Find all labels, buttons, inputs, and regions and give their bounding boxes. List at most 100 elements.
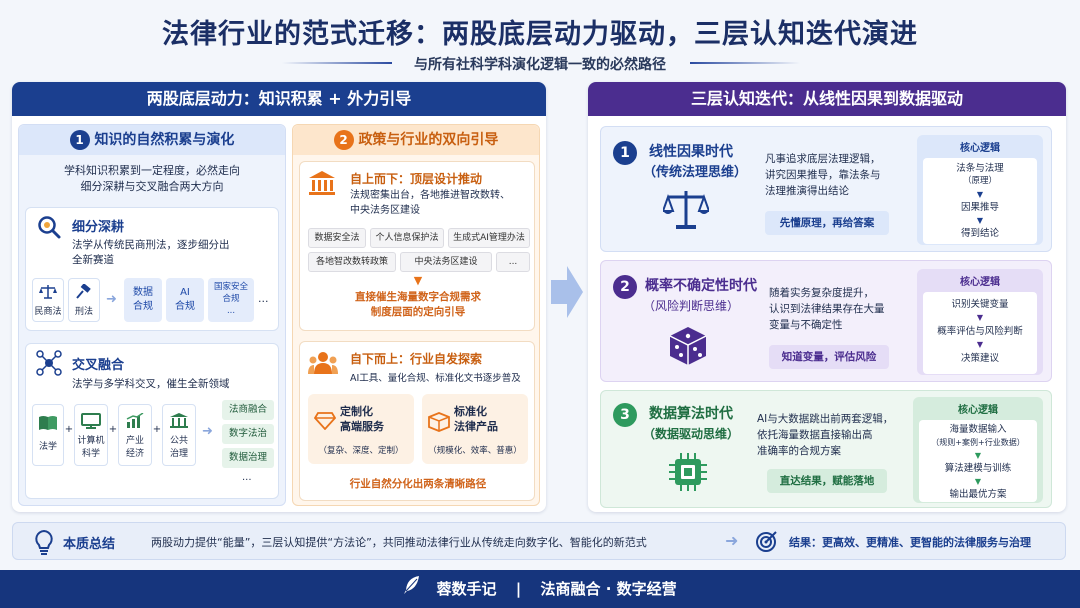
knowledge-num: 1 [69,130,90,150]
cross-part-label: 法学 [38,442,57,452]
topdown-result: 直接催生海量数字合规需求 制度层面的定向引导 [300,290,536,320]
stage-3-num: 3 [613,403,637,427]
government-icon [308,170,336,200]
bottomup-title: 自下而上：行业自发探索 [350,352,483,366]
topdown-desc-line2: 中央法务区建设 [350,205,420,216]
stage-1-tag: 先懂原理，再给答案 [765,211,889,235]
plus-sign: + [152,424,162,435]
subtitle-line-right [690,62,800,64]
diamond-icon [313,412,337,434]
monitor-icon [75,413,107,433]
plus-sign: + [108,424,118,435]
cross-part-label: 公共 [169,436,188,446]
cross-result: 数字法治 [222,424,274,444]
cross-part-cs: 计算机 科学 [74,404,108,466]
subtitle-line-left [282,62,392,64]
stage-3-card: 3 数据算法时代 （数据驱动思维） AI与大数据跳出前两套逻辑， 依托海量数据直… [600,390,1052,508]
scale-icon [33,284,63,304]
stage-3-subtitle: （数据驱动思维） [643,427,740,441]
stage-2-subtitle: （风险判断思维） [643,299,740,313]
stage-2-num: 2 [613,275,637,299]
stage-3-desc: AI与大数据跳出前两套逻辑， 依托海量数据直接输出高 准确率的合规方案 [757,411,893,459]
custom-title: 定制化 高端服务 [340,404,384,434]
page-subtitle: 与所有社科学科演化逻辑一致的必然路径 [414,57,666,73]
deep-desc-line1: 法学从传统民商刑法，逐步细分出 [72,239,230,251]
logic-step-note: （规则+案例+行业数据） [931,438,1025,447]
stage-1-num: 1 [613,141,637,165]
knowledge-card-header: 1 知识的自然积累与演化 [19,125,285,155]
deep-title: 细分深耕 [72,220,125,235]
arrow-down-icon: ▼ [976,340,984,349]
topdown-result-line1: 直接催生海量数字合规需求 [355,291,481,303]
arrow-right-icon: ➜ [106,292,117,307]
arrow-down-icon: ▼ [974,477,982,486]
stage-2-logic: 核心逻辑 识别关键变量 ▼ 概率评估与风险判断 ▼ 决策建议 [917,269,1043,375]
cross-more: ... [242,472,252,483]
logic-step: 输出最优方案 [949,489,1007,500]
magnifier-icon [36,214,62,244]
cross-part-label2: 治理 [169,449,188,459]
chip-icon [667,451,709,497]
summary-label: 本质总结 [63,537,116,552]
standard-product-box: 标准化 法律产品 （规模化、效率、普惠） [422,394,528,464]
cross-card: 交叉融合 法学与多学科交叉，催生全新领域 法学 + 计算机 科学 + 产业 经济… [25,343,279,499]
stage-1-desc: 凡事追求底层法理逻辑， 讲究因果推导，靠法条与 法理推演得出结论 [765,151,881,199]
cross-result: 法商融合 [222,400,274,420]
summary-bar: 本质总结 两股动力提供“能量”，三层认知提供“方法论”，共同推动法律行业从传统走… [12,522,1066,560]
arrow-right-icon: ➜ [202,424,213,439]
stage-2-desc-line: 认识到法律结果存在大量 [769,303,885,315]
core-logic-label: 核心逻辑 [958,405,998,416]
policy-tag: 各地智改数转政策 [308,252,396,272]
topdown-result-line2: 制度层面的定向引导 [370,306,466,318]
custom-desc: （复杂、深度、定制） [318,446,404,456]
stage-2-title: 概率不确定性时代 [645,278,757,294]
bottomup-desc: AI工具、量化合规、标准化文书逐步普及 [350,373,521,384]
stage-2-desc-line: 随着实务复杂度提升， [769,287,874,299]
custom-title-line1: 定制化 [340,405,373,418]
deep-to-l2: 合规 [222,294,240,304]
gavel-icon [69,283,99,304]
stage-2-logic-flow: 识别关键变量 ▼ 概率评估与风险判断 ▼ 决策建议 [923,292,1037,374]
logic-step: 算法建模与训练 [944,463,1012,474]
stage-1-desc-line: 凡事追求底层法理逻辑， [765,153,881,165]
stage-2-card: 2 概率不确定性时代 （风险判断思维） 随着实务复杂度提升， 认识到法律结果存在… [600,260,1052,382]
footer-slogan: 法商融合 · 数字经营 [540,580,677,598]
deep-card: 细分深耕 法学从传统民商刑法，逐步细分出 全新赛道 民商法 刑法 ➜ 数据 合规… [25,207,279,331]
policy-title: 政策与行业的双向引导 [358,132,499,148]
cross-result: 数据治理 [222,448,274,468]
topdown-desc: 法规密集出台，各地推进智改数转、 中央法务区建设 [350,188,510,218]
cross-part-label2: 科学 [81,449,100,459]
topdown-title: 自上而下：顶层设计推动 [350,172,483,186]
summary-result: 结果：更高效、更精准、更智能的法律服务与治理 [789,536,1031,549]
policy-tag: 生成式AI管理办法 [448,228,530,248]
knowledge-desc-line1: 学科知识积累到一定程度，必然走向 [64,164,240,177]
deep-from-criminal: 刑法 [68,278,100,322]
topdown-card: 自上而下：顶层设计推动 法规密集出台，各地推进智改数转、 中央法务区建设 数据安… [299,161,535,331]
bar-chart-icon [119,412,151,433]
logic-step: 海量数据输入 [949,424,1007,435]
stage-1-desc-line: 讲究因果推导，靠法条与 [765,169,881,181]
deep-to-l1: 国家安全 [213,282,248,292]
standard-title: 标准化 法律产品 [454,404,498,434]
logic-step: 概率评估与风险判断 [937,326,1023,337]
footer-separator: | [515,580,522,598]
stage-3-logic: 核心逻辑 海量数据输入 （规则+案例+行业数据） ▼ 算法建模与训练 ▼ 输出最… [913,397,1043,503]
stage-1-subtitle: （传统法理思维） [643,165,748,180]
policy-card: 2 政策与行业的双向引导 自上而下：顶层设计推动 法规密集出台，各地推进智改数转… [292,124,540,506]
left-panel-header: 两股底层动力：知识积累 + 外力引导 [12,82,546,116]
stage-1-logic: 核心逻辑 法条与法理 （原理） ▼ 因果推导 ▼ 得到结论 [917,135,1043,245]
target-icon [755,529,779,557]
right-panel-header: 三层认知迭代：从线性因果到数据驱动 [588,82,1066,116]
stage-3-desc-line: 准确率的合规方案 [757,445,841,457]
stage-2-desc: 随着实务复杂度提升， 认识到法律结果存在大量 变量与不确定性 [769,285,885,333]
standard-title-line1: 标准化 [454,405,487,418]
big-arrow-icon [549,262,585,326]
scale-icon [661,187,711,235]
deep-desc-line2: 全新赛道 [72,254,114,266]
knowledge-desc: 学科知识积累到一定程度，必然走向 细分深耕与交叉融合两大方向 [19,163,285,195]
policy-tag: 中央法务区建设 [400,252,492,272]
deep-to-security: 国家安全 合规 ... [208,278,254,322]
logic-step: 法条与法理 [956,163,1004,174]
cross-part-gov: 公共 治理 [162,404,196,466]
cross-part-label: 计算机 [77,436,105,446]
